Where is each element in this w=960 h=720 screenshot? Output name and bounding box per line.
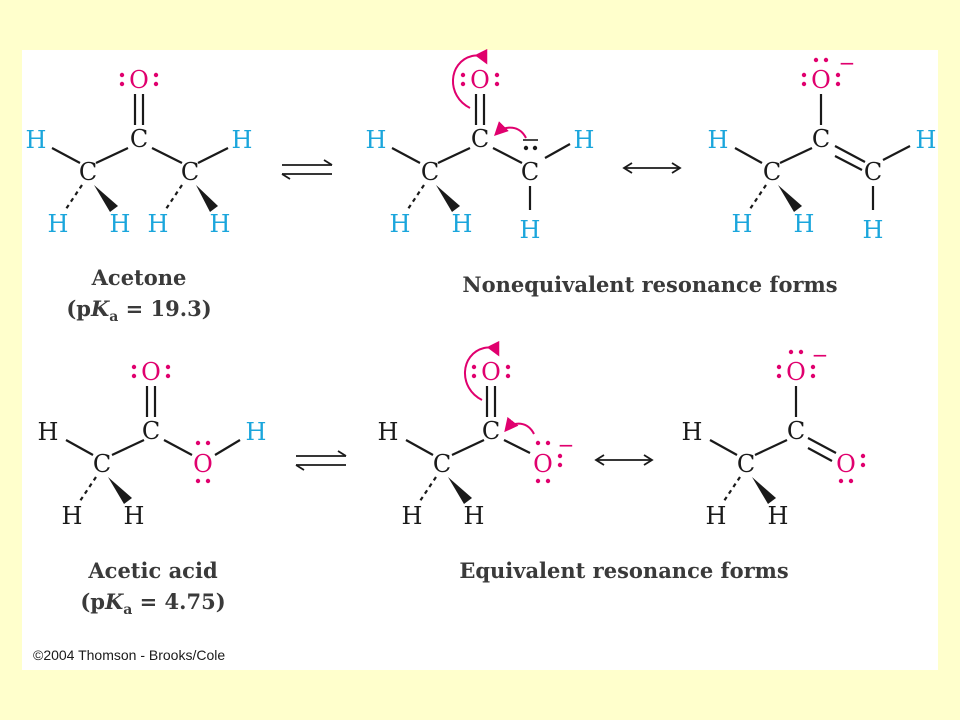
curved-electron-arrow: [464, 340, 500, 401]
hydrogen-atom: H: [863, 216, 884, 244]
negative-charge: −: [839, 51, 856, 75]
hydrogen-atom: H: [366, 126, 387, 154]
acetate-resonance-form-1: O C C O − H H H: [378, 340, 575, 530]
carbon-atom: C: [79, 158, 97, 186]
negative-charge: −: [558, 433, 575, 457]
diagram-panel: [22, 50, 938, 670]
acetic-acid-structure: O C C O H H H H: [38, 358, 267, 530]
hydrogen-atom: H: [794, 210, 815, 238]
hydrogen-atom: H: [378, 418, 399, 446]
carbon-atom: C: [130, 125, 148, 153]
carbon-atom: C: [787, 417, 805, 445]
acetate-resonance-form-2: O − C C O H H H: [682, 343, 866, 530]
hydrogen-atom: H: [706, 502, 727, 530]
hydrogen-atom: H: [148, 210, 169, 238]
nonequivalent-forms-label: Nonequivalent resonance forms: [462, 272, 837, 297]
oxygen-atom: O: [141, 358, 161, 386]
hydrogen-atom: H: [210, 210, 231, 238]
carbon-atom: C: [737, 450, 755, 478]
hydrogen-atom: H: [768, 502, 789, 530]
hydrogen-atom: H: [38, 418, 59, 446]
oxygen-anion: O: [811, 66, 831, 94]
carbon-atom: C: [93, 450, 111, 478]
hydrogen-atom: H: [452, 210, 473, 238]
ch-bond: [51, 147, 81, 164]
oxygen-atom: O: [481, 358, 501, 386]
acetic-acid-pka: (pKa = 4.75): [80, 589, 225, 618]
oxygen-anion: O: [533, 450, 553, 478]
ch-wedge-bond: [94, 185, 118, 212]
oxygen-atom: O: [836, 450, 856, 478]
carbon-atom: C: [864, 158, 882, 186]
acetone-label: Acetone: [91, 265, 187, 290]
hydrogen-atom: H: [124, 502, 145, 530]
hydrogen-atom: H: [708, 126, 729, 154]
carbon-atom: C: [142, 417, 160, 445]
copyright-notice: ©2004 Thomson - Brooks/Cole: [33, 647, 225, 663]
hydrogen-atom: H: [110, 210, 131, 238]
ch-hashed-bond: [165, 184, 183, 210]
oxygen-anion: O: [786, 358, 806, 386]
hydrogen-atom: H: [246, 418, 267, 446]
hydrogen-atom: H: [26, 126, 47, 154]
oxygen-atom: O: [193, 450, 213, 478]
carbon-atom: C: [482, 417, 500, 445]
hydrogen-atom: H: [732, 210, 753, 238]
hydrogen-atom: H: [390, 210, 411, 238]
equilibrium-arrow: [281, 159, 333, 180]
curved-electron-arrow: [452, 48, 488, 109]
carbon-atom: C: [812, 125, 830, 153]
hydrogen-atom: H: [682, 418, 703, 446]
resonance-arrow: [622, 162, 682, 174]
oxygen-atom: O: [129, 66, 149, 94]
acetone-pka: (pKa = 19.3): [66, 296, 211, 325]
hydrogen-atom: H: [916, 126, 937, 154]
hydrogen-atom: H: [62, 502, 83, 530]
hydrogen-atom: H: [520, 216, 541, 244]
cc-bond: [95, 147, 129, 164]
acetic-acid-label: Acetic acid: [87, 558, 218, 583]
equivalent-forms-label: Equivalent resonance forms: [459, 558, 788, 583]
carbon-atom: C: [181, 158, 199, 186]
resonance-arrow: [594, 454, 654, 466]
acetone-structure: O C C C H H H H H H: [26, 66, 253, 238]
ch-bond: [197, 147, 229, 164]
hydrogen-atom: H: [232, 126, 253, 154]
carbon-atom: C: [763, 158, 781, 186]
equilibrium-arrow: [295, 450, 347, 471]
hydrogen-atom: H: [48, 210, 69, 238]
acetone-resonance-form-carbanion: O C C C H H H H H: [366, 48, 595, 244]
curved-electron-arrow: [504, 416, 535, 435]
acetone-resonance-form-enolate: O − C C C H H H H H: [708, 51, 937, 244]
negative-charge: −: [812, 343, 829, 367]
carbon-atom: C: [433, 450, 451, 478]
hydrogen-atom: H: [464, 502, 485, 530]
carbon-atom: C: [421, 158, 439, 186]
hydrogen-atom: H: [574, 126, 595, 154]
oxygen-atom: O: [470, 66, 490, 94]
carbanion-carbon: C: [521, 158, 539, 186]
hydrogen-atom: H: [402, 502, 423, 530]
cc-bond: [151, 147, 183, 164]
carbon-atom: C: [471, 125, 489, 153]
curved-electron-arrow: [494, 121, 527, 139]
ch-wedge-bond: [196, 185, 218, 212]
ch-hashed-bond: [65, 184, 83, 210]
